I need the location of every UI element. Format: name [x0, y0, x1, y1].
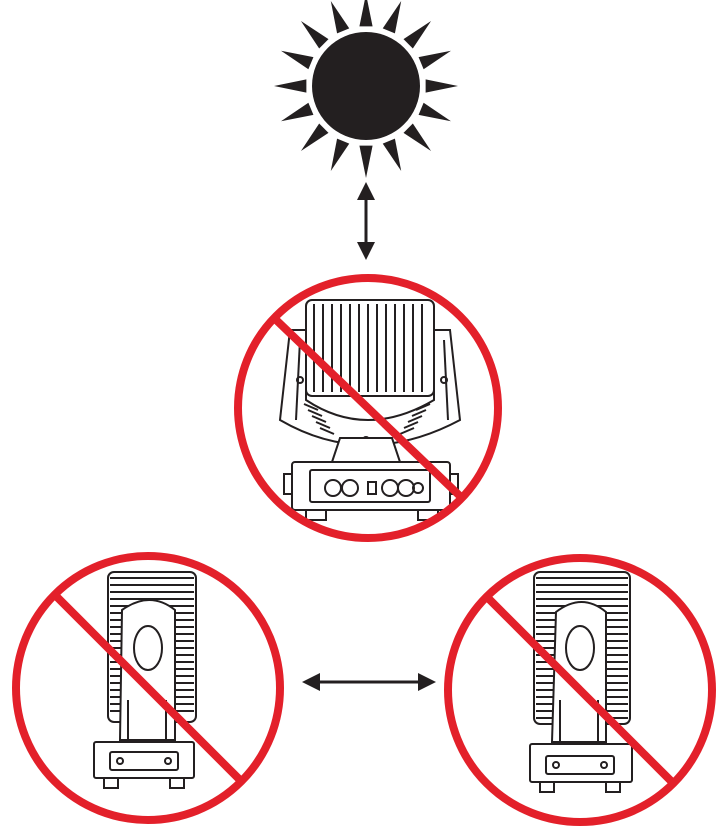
sun-ray	[425, 79, 458, 93]
sun-ray	[418, 102, 451, 122]
sun-ray	[300, 20, 329, 49]
fixture-front-inverted	[278, 299, 462, 521]
sun-ray	[300, 123, 329, 152]
vent-slot	[311, 415, 327, 423]
sun-ray	[359, 145, 373, 178]
sun-ray	[382, 138, 402, 171]
vent-slot	[399, 427, 415, 435]
prohibited-sign-icon	[12, 552, 284, 824]
sun-ray	[330, 138, 350, 171]
vent-slot	[303, 403, 319, 411]
vent-slot	[411, 409, 427, 417]
vent-slot	[415, 403, 431, 411]
sun-ray	[382, 1, 402, 34]
fixture-side-right	[529, 571, 633, 793]
sun-ray	[403, 20, 432, 49]
sun-ray	[281, 50, 314, 70]
vent-slot	[307, 409, 323, 417]
vent-slot	[319, 427, 335, 435]
sun-ray	[359, 0, 373, 27]
vent-slot	[403, 421, 419, 429]
sun-icon	[274, 0, 458, 178]
prohibited-sign-icon	[444, 554, 716, 826]
double-arrow-vertical-icon	[357, 182, 375, 260]
sun-ray	[418, 50, 451, 70]
sun-ray	[274, 79, 307, 93]
vent-slot	[315, 421, 331, 429]
double-arrow-horizontal-icon	[302, 673, 436, 691]
vent-slot	[407, 415, 423, 423]
sun-ray	[403, 123, 432, 152]
sun-ray	[281, 102, 314, 122]
prohibited-sign-icon	[234, 274, 502, 542]
sun-ray	[330, 1, 350, 34]
